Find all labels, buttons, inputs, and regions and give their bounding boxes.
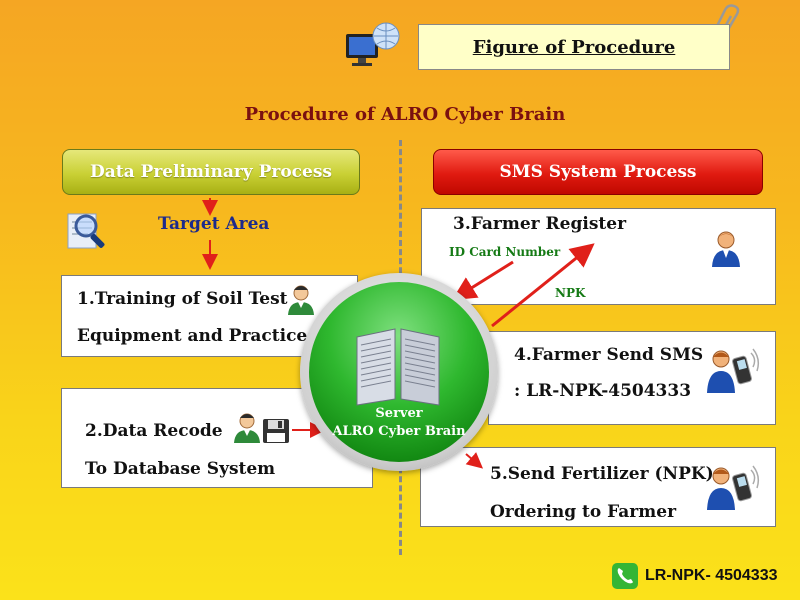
step1-line2: Equipment and Practice: [77, 326, 308, 346]
server-label-line2: ALRO Cyber Brain: [332, 424, 466, 439]
farmer-icon: [234, 413, 260, 443]
farmer-icon: [288, 285, 314, 315]
step5-line2: Ordering to Farmer: [490, 502, 677, 522]
farmer-phone-icon: [707, 465, 760, 510]
step4-line2: : LR-NPK-4504333: [514, 381, 692, 401]
step5-line1: 5.Send Fertilizer (NPK): [490, 464, 714, 484]
contact-number: LR-NPK- 4504333: [645, 567, 778, 584]
server-circle: [309, 282, 489, 462]
magnifier-icon: [67, 213, 105, 249]
database-icon: [263, 419, 289, 443]
left-section-header: Data Preliminary Process: [62, 149, 360, 195]
step4-line1: 4.Farmer Send SMS: [514, 345, 704, 365]
arrow-server-to-step5: [465, 452, 484, 469]
right-section-header: SMS System Process: [433, 149, 763, 195]
step2-line2: To Database System: [85, 459, 276, 479]
user-icon: [712, 231, 740, 267]
main-title: Procedure of ALRO Cyber Brain: [244, 104, 566, 125]
step2-line1: 2.Data Recode: [85, 421, 223, 441]
server-icon: [356, 328, 440, 406]
server-label-line1: Server: [375, 406, 423, 421]
server-label: Server ALRO Cyber Brain: [309, 405, 489, 441]
id-card-label: ID Card Number: [449, 245, 561, 259]
phone-icon: [612, 563, 638, 589]
figure-title: Figure of Procedure: [418, 24, 730, 70]
farmer-phone-icon: [707, 348, 760, 393]
arrow-idcard-to-server: [451, 260, 514, 301]
step1-line1: 1.Training of Soil Test: [77, 289, 288, 309]
target-area-label: Target Area: [158, 214, 270, 234]
npk-label: NPK: [555, 286, 586, 300]
computer-globe-icon: [346, 22, 400, 66]
arrow-server-to-register: [491, 243, 595, 328]
step3-title: 3.Farmer Register: [453, 214, 627, 234]
